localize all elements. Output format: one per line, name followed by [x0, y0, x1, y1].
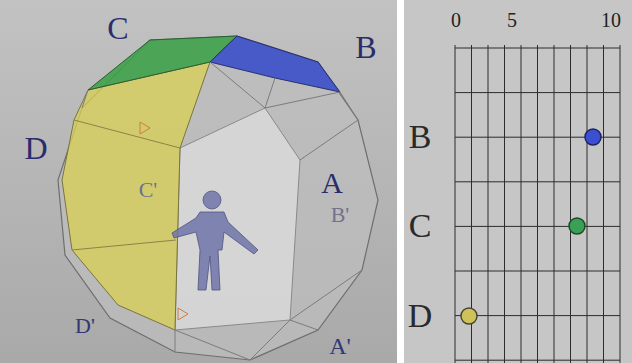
facet-edge — [300, 120, 358, 160]
face-letter: C — [107, 12, 128, 44]
marker-group — [140, 122, 188, 320]
face-letter: A — [321, 168, 343, 198]
grid-line — [455, 226, 620, 227]
right-panel — [404, 0, 632, 363]
dot-c — [569, 218, 585, 234]
figure-body — [172, 212, 258, 290]
polyhedron-shell — [58, 36, 378, 360]
facet-edges — [72, 62, 362, 360]
figure-head — [203, 191, 221, 209]
orange-marker — [178, 308, 188, 320]
face-letter: D — [24, 132, 47, 164]
face-d — [62, 62, 210, 330]
grid-line — [455, 48, 620, 49]
facet-edge — [290, 270, 362, 320]
grid-line — [455, 181, 620, 182]
row-label: D — [408, 299, 433, 333]
facet-edge — [340, 92, 358, 120]
facet-edge — [290, 320, 318, 330]
face-letter: B — [355, 31, 376, 63]
facet-edge — [72, 240, 176, 250]
face-b — [210, 36, 340, 92]
orange-marker — [140, 122, 150, 134]
facet-edge — [265, 78, 275, 108]
facet-edge — [210, 62, 265, 108]
dot-b — [585, 129, 601, 145]
row-label: C — [409, 209, 432, 243]
facet-edge — [74, 120, 180, 148]
face-letter-prime: A' — [329, 334, 351, 358]
left-panel — [0, 0, 397, 363]
facet-edge — [250, 320, 290, 360]
facet-edge — [265, 92, 340, 108]
axis-tick-label: 10 — [601, 10, 621, 30]
facet-edge — [175, 330, 250, 360]
face-letter-hidden: B' — [331, 204, 350, 226]
dot-d — [461, 308, 477, 324]
grid-line — [455, 315, 620, 316]
facet-edge — [82, 90, 88, 108]
grid — [455, 45, 620, 363]
axis-tick-label: 5 — [507, 10, 517, 30]
face-letter-prime: D' — [75, 315, 95, 337]
human-figure — [172, 191, 258, 290]
facet-edge — [175, 330, 176, 352]
grid-line — [455, 271, 620, 272]
face-letter-hidden: C' — [139, 179, 158, 201]
grid-line — [455, 92, 620, 93]
axis-tick-label: 0 — [451, 10, 461, 30]
grid-line — [455, 360, 620, 361]
row-label: B — [409, 120, 432, 154]
